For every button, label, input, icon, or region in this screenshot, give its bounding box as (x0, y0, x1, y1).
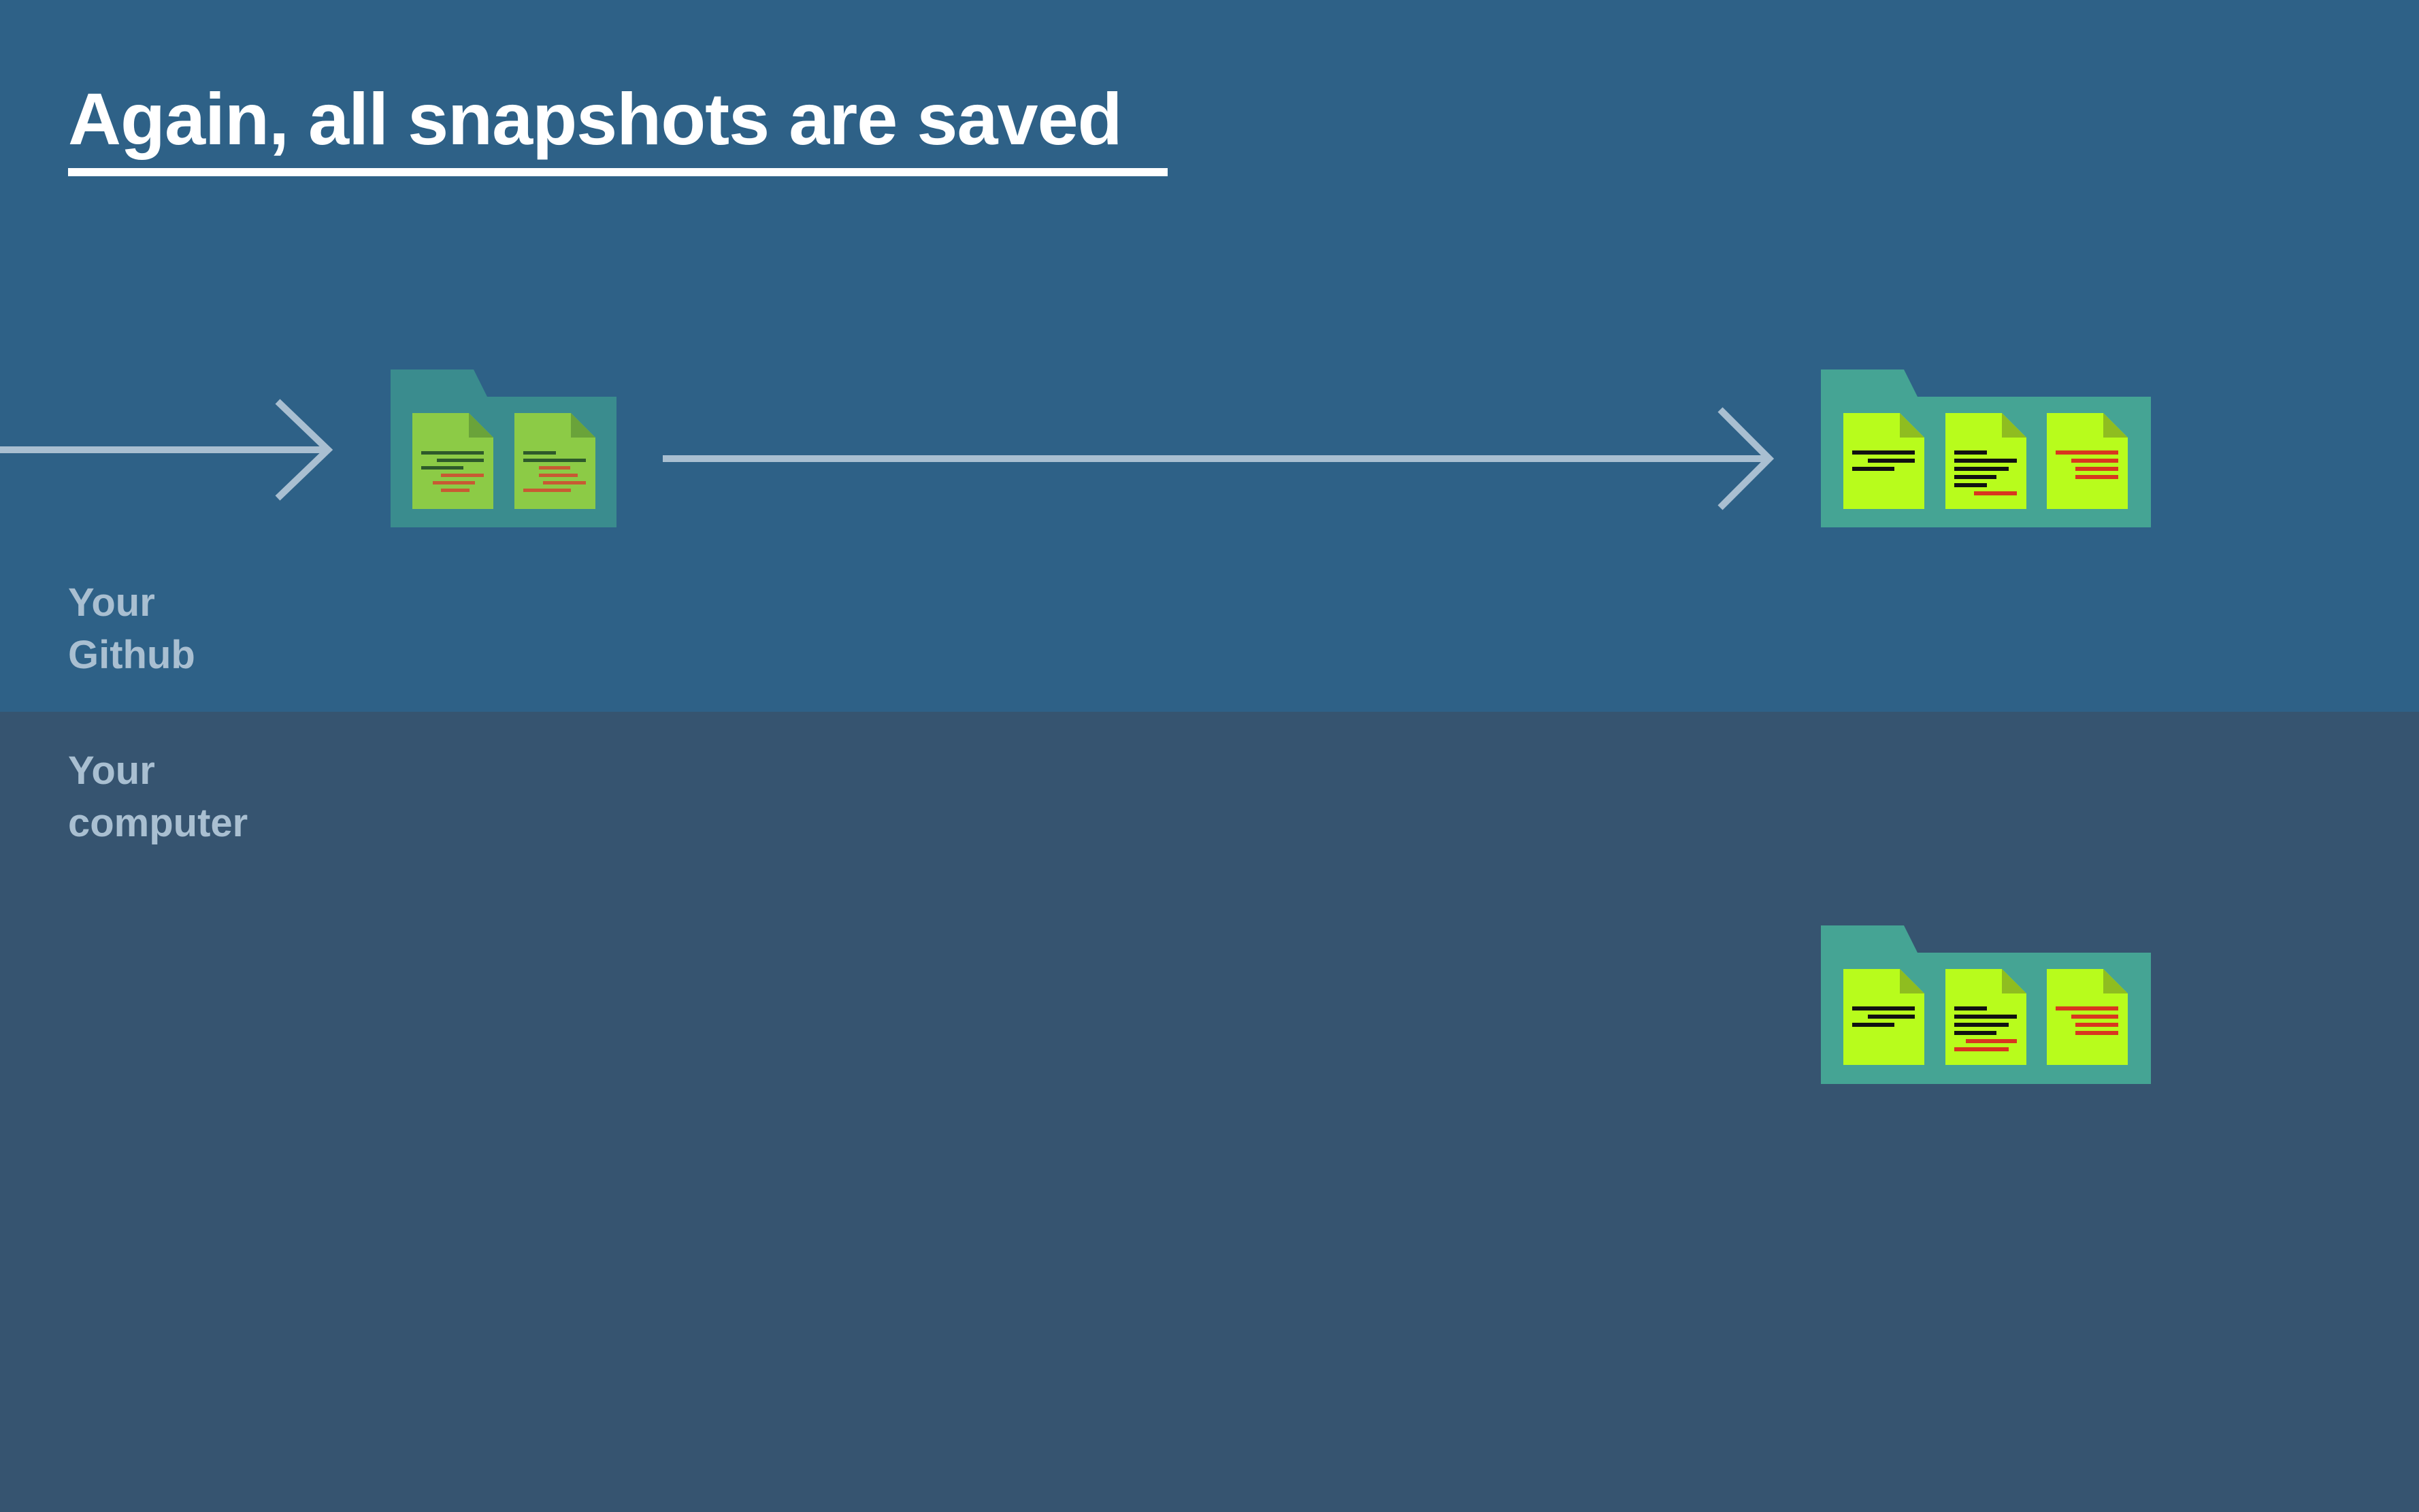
document-icon (2047, 969, 2128, 1065)
document-icon (1843, 413, 1924, 509)
computer-label-line2: computer (68, 801, 248, 845)
computer-region-label: Your computer (68, 744, 248, 849)
computer-label-line1: Your (68, 749, 155, 793)
older-github-snapshot (391, 369, 616, 527)
snapshot-arrow (663, 407, 1775, 510)
computer-snapshot (1821, 925, 2151, 1084)
document-icon (1843, 969, 1924, 1065)
github-label-line2: Github (68, 633, 195, 677)
github-label-line1: Your (68, 580, 155, 625)
document-icon (1945, 413, 2026, 509)
document-icon (1945, 969, 2026, 1065)
title-underline (68, 168, 1168, 176)
computer-region (0, 712, 2419, 1512)
document-icon (2047, 413, 2128, 509)
slide-title: Again, all snapshots are saved (68, 78, 1123, 160)
github-region-label: Your Github (68, 576, 195, 681)
document-icon (514, 413, 595, 509)
document-icon (412, 413, 493, 509)
github-region (0, 0, 2419, 712)
newer-github-snapshot (1821, 369, 2151, 527)
incoming-arrow (0, 399, 333, 501)
